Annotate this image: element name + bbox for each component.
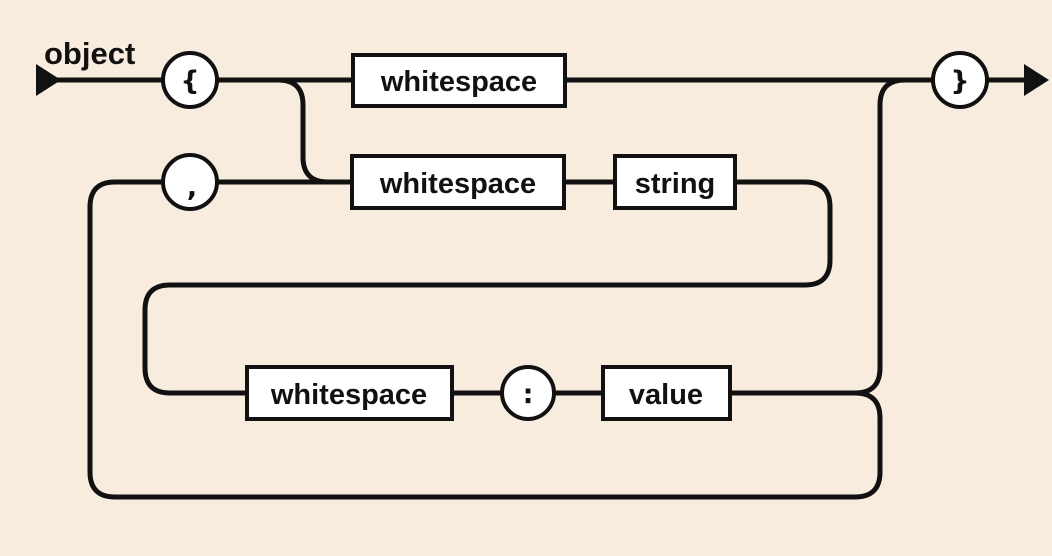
whitespace-top-box: [351, 53, 567, 108]
open-brace-label: {: [180, 66, 199, 97]
diagram-title: object: [44, 36, 135, 71]
start-arrow-icon: [36, 64, 61, 96]
whitespace-pair-label: whitespace: [379, 168, 536, 200]
terminal-close-brace: }: [931, 51, 989, 109]
open-brace-circle: [161, 51, 219, 109]
nonterminal-whitespace-top: whitespace: [351, 53, 567, 108]
close-brace-circle: [931, 51, 989, 109]
terminal-colon: :: [500, 365, 556, 421]
whitespace-value-box: [245, 365, 454, 421]
whitespace-top-label: whitespace: [380, 66, 537, 98]
rail-comma-loop: [87, 179, 883, 500]
end-arrow-icon: [1024, 64, 1049, 96]
whitespace-pair-box: [350, 154, 566, 210]
string-label: string: [635, 168, 716, 200]
nonterminal-string: string: [613, 154, 737, 210]
nonterminal-whitespace-value: whitespace: [245, 365, 454, 421]
string-box: [613, 154, 737, 210]
colon-label: :: [523, 379, 534, 410]
colon-circle: [500, 365, 556, 421]
value-box: [601, 365, 732, 421]
comma-label: ,: [187, 172, 197, 203]
comma-circle: [161, 153, 219, 211]
close-brace-label: }: [950, 66, 969, 97]
whitespace-value-label: whitespace: [270, 379, 427, 411]
rail-pair-row-wrap: [142, 179, 833, 396]
nonterminal-value: value: [601, 365, 732, 421]
terminal-open-brace: {: [161, 51, 219, 109]
value-label: value: [629, 379, 703, 411]
terminal-comma: ,: [161, 153, 219, 211]
nonterminal-whitespace-pair: whitespace: [350, 154, 566, 210]
